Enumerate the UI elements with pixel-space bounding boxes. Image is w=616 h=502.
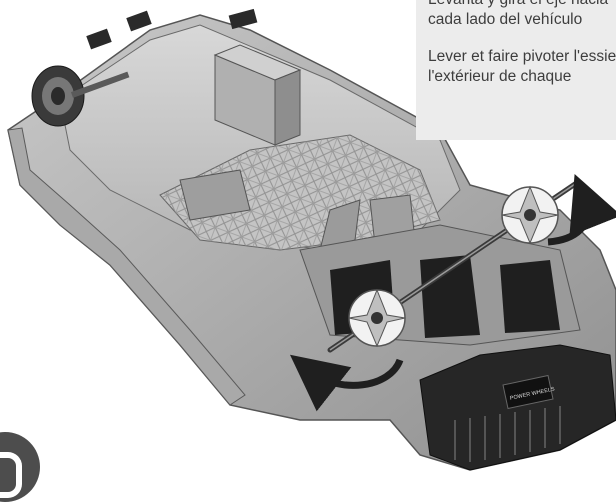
instruction-french: Lever et faire pivoter l'essieu l'extéri… xyxy=(428,48,616,85)
instruction-spanish: Levanta y gira el eje hacia cada lado de… xyxy=(428,0,608,28)
vehicle-chassis-illustration: POWER WHEELS xyxy=(7,8,616,471)
instruction-caption: Levanta y gira el eje hacia cada lado de… xyxy=(416,0,616,140)
axle-gear-left xyxy=(348,288,406,348)
rotate-arrow-icon xyxy=(547,173,616,246)
axle-gear-right xyxy=(501,185,559,245)
rotate-arrow-icon xyxy=(289,354,404,412)
